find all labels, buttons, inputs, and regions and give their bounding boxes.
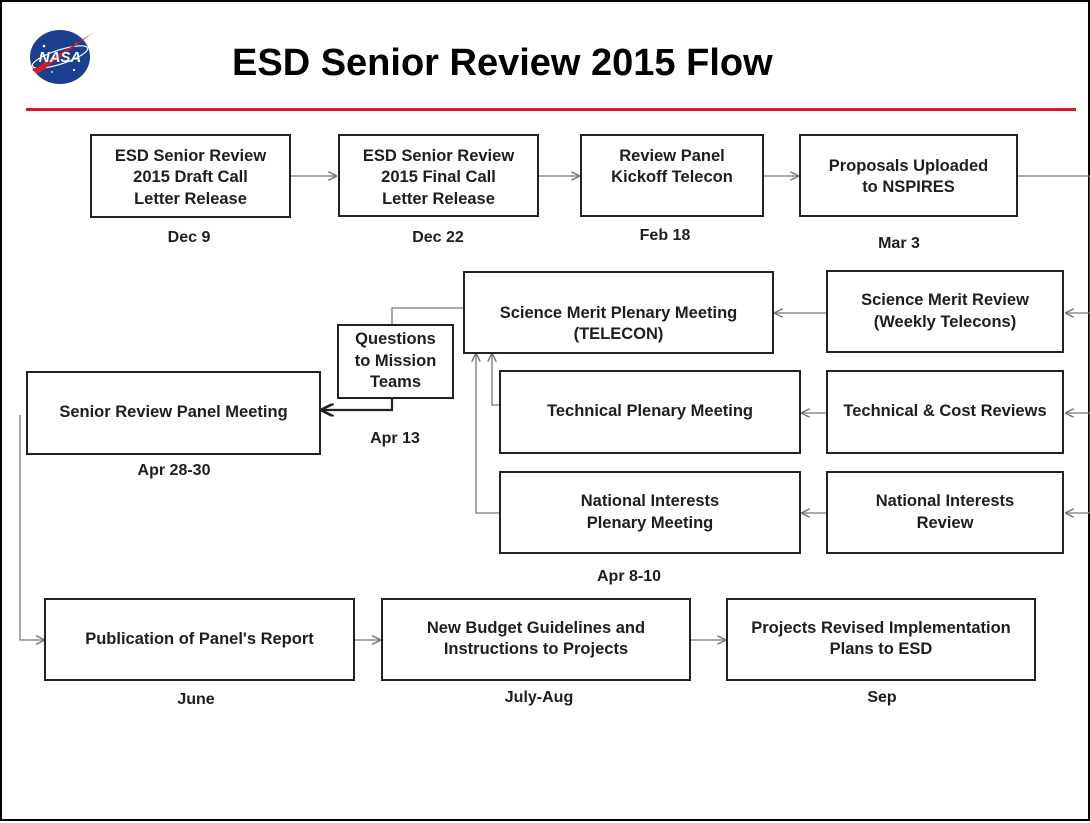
node-kickoff: Review Panel Kickoff Telecon: [580, 134, 764, 217]
page-title: ESD Senior Review 2015 Flow: [232, 42, 773, 84]
title-divider: [26, 108, 1076, 111]
nasa-logo: NASA: [24, 24, 96, 86]
node-senior-panel: Senior Review Panel Meeting: [26, 371, 321, 455]
arrow-questions-to-panel: [322, 398, 394, 410]
date-senior-panel: Apr 28-30: [137, 462, 211, 479]
node-projects: Projects Revised Implementation Plans to…: [726, 598, 1036, 681]
node-draft-call: ESD Senior Review 2015 Draft Call Letter…: [90, 134, 291, 218]
node-proposals: Proposals Uploaded to NSPIRES: [799, 134, 1018, 217]
date-proposals: Mar 3: [878, 235, 920, 252]
node-publication: Publication of Panel's Report: [44, 598, 355, 681]
node-final-call: ESD Senior Review 2015 Final Call Letter…: [338, 134, 539, 217]
arrow-nat-plenary-up: [476, 354, 499, 514]
right-bus-line: [1018, 175, 1090, 513]
line-plenary-to-questions: [391, 307, 463, 324]
node-nat-plenary: National Interests Plenary Meeting: [499, 471, 801, 554]
node-nat-review: National Interests Review: [826, 471, 1064, 554]
date-questions: Apr 13: [370, 430, 420, 447]
date-draft-call: Dec 9: [167, 229, 211, 246]
date-projects: Sep: [867, 689, 897, 706]
node-questions: Questions to Mission Teams: [337, 324, 454, 399]
arrow-tech-plenary-up: [492, 354, 499, 406]
date-budget: July-Aug: [504, 689, 574, 706]
date-kickoff: Feb 18: [639, 227, 691, 244]
arrow-panel-to-publication: [19, 415, 44, 640]
date-plenaries: Apr 8-10: [596, 568, 662, 585]
node-tech-plenary: Technical Plenary Meeting: [499, 370, 801, 454]
node-sci-merit-plenary: Science Merit Plenary Meeting (TELECON): [463, 271, 774, 354]
node-budget: New Budget Guidelines and Instructions t…: [381, 598, 691, 681]
node-tech-cost: Technical & Cost Reviews: [826, 370, 1064, 454]
node-sci-merit-review: Science Merit Review (Weekly Telecons): [826, 270, 1064, 353]
svg-text:NASA: NASA: [39, 49, 82, 66]
date-publication: June: [177, 691, 215, 708]
date-final-call: Dec 22: [412, 229, 464, 246]
